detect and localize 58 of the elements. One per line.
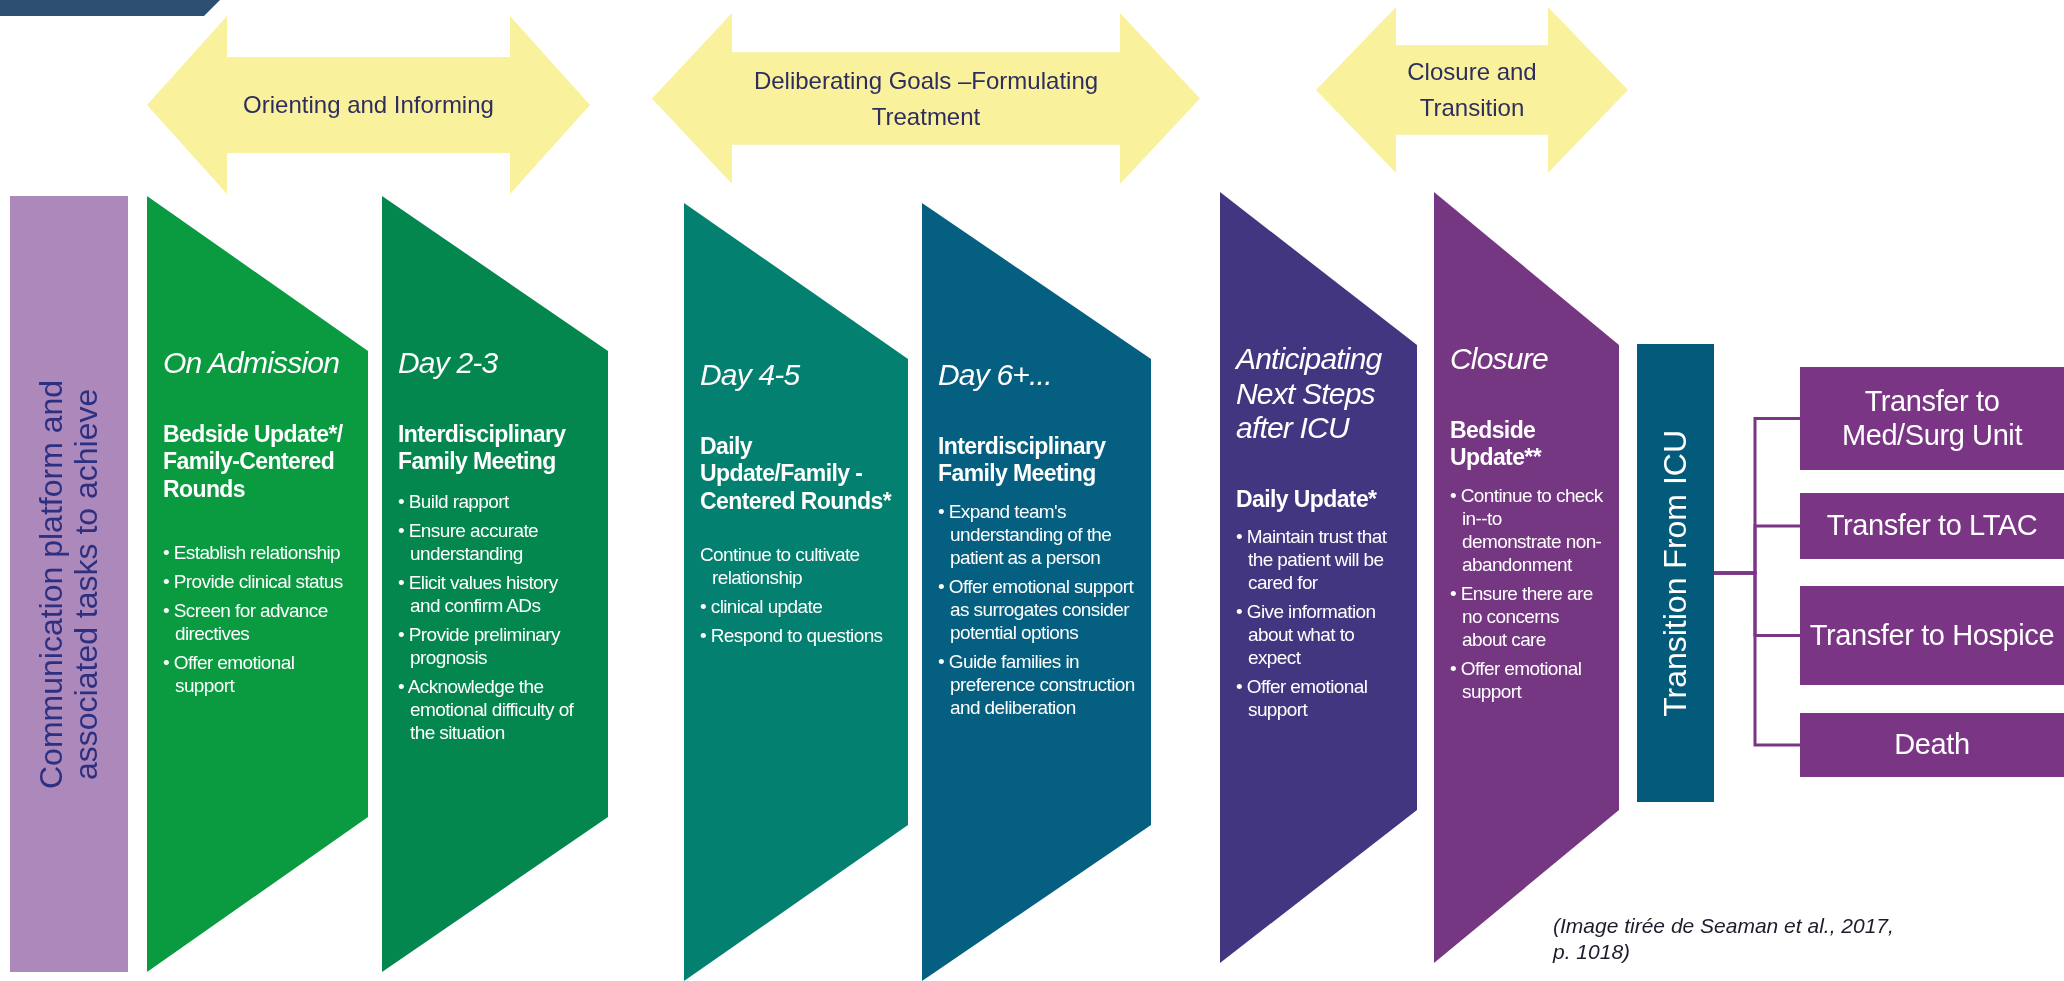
task-item: • Maintain trust that the patient will be cared for bbox=[1236, 525, 1388, 595]
transition-box bbox=[1637, 344, 1714, 802]
task-item: • Guide families in preference construction and deliberation bbox=[938, 649, 1135, 719]
stage-heading: Day 6+... bbox=[938, 358, 1053, 393]
task-item: • Offer emotional support bbox=[1236, 675, 1369, 722]
task-item: • Give information about what to expect bbox=[1236, 600, 1377, 670]
platform-bar bbox=[10, 196, 128, 972]
outcome-label: Death bbox=[1894, 728, 1970, 762]
task-item: • Ensure accurate understanding bbox=[398, 518, 540, 565]
activity-title: Bedside Update** bbox=[1450, 416, 1543, 472]
task-item: • Provide clinical status bbox=[163, 570, 344, 594]
phase-label: Orienting and Informing bbox=[242, 90, 495, 120]
activity-title: Interdisciplinary Family Meeting bbox=[938, 432, 1107, 488]
platform-label: Communication platform and associated tasks to achieve bbox=[33, 378, 105, 791]
stage-heading: On Admission bbox=[163, 346, 341, 381]
task-item: • Elicit values history and confirm ADs bbox=[398, 570, 559, 617]
stage-heading: Day 2-3 bbox=[398, 346, 499, 381]
outcome-box bbox=[1800, 713, 2064, 777]
stage-panel bbox=[382, 196, 608, 972]
task-item: • Expand team's understanding of the patient as a person bbox=[938, 499, 1113, 569]
outcome-label: Transfer to Hospice bbox=[1809, 618, 2055, 653]
outcome-box bbox=[1800, 493, 2064, 559]
task-item: • Ensure there are no concerns about care bbox=[1450, 581, 1594, 651]
outcome-box bbox=[1800, 586, 2064, 685]
task-item: • Acknowledge the emotional difficulty of the situation bbox=[398, 674, 575, 744]
stage-heading: Day 4-5 bbox=[700, 358, 802, 393]
task-item: Continue to cultivate relationship bbox=[700, 543, 861, 590]
stage-panel bbox=[684, 203, 908, 981]
stage-heading: Closure bbox=[1450, 342, 1549, 377]
stage-heading: Anticipating Next Steps after ICU bbox=[1236, 342, 1383, 446]
task-item: • Build rapport bbox=[398, 489, 510, 513]
stage-panel bbox=[147, 196, 368, 972]
connector-line bbox=[1714, 571, 1800, 747]
stage-panel bbox=[1220, 192, 1417, 963]
activity-title: Daily Update/Family -Centered Rounds* bbox=[700, 432, 892, 516]
task-item: • Offer emotional support as surrogates consider potential options bbox=[938, 574, 1135, 644]
phase-label: Closure and Transition bbox=[1406, 57, 1538, 123]
outcome-label: Transfer to LTAC bbox=[1826, 509, 2038, 543]
task-item: • Offer emotional support bbox=[163, 651, 296, 698]
outcome-label: Transfer to Med/Surg Unit bbox=[1840, 385, 2024, 452]
caption: (Image tirée de Seaman et al., 2017, p. 1018) bbox=[1553, 913, 1895, 966]
phase-label: Deliberating Goals –Formulating Treatment bbox=[752, 65, 1100, 132]
task-item: • Establish relationship bbox=[163, 541, 342, 565]
task-item: • Screen for advance directives bbox=[163, 599, 329, 646]
task-item: • Continue to check in--to demonstrate non- abandonment bbox=[1450, 483, 1603, 576]
activity-title: Bedside Update*/ Family-Centered Rounds bbox=[163, 420, 344, 504]
task-item: • clinical update bbox=[700, 595, 824, 619]
double-arrow bbox=[1316, 7, 1628, 173]
stage-panel bbox=[922, 203, 1151, 981]
double-arrow bbox=[147, 16, 590, 194]
outcome-box bbox=[1800, 367, 2064, 470]
task-item: • Provide preliminary prognosis bbox=[398, 622, 562, 669]
task-item: • Offer emotional support bbox=[1450, 656, 1583, 703]
double-arrow bbox=[652, 13, 1200, 184]
task-item: • Respond to questions bbox=[700, 624, 884, 648]
transition-label: Transition From ICU bbox=[1657, 429, 1694, 717]
activity-title: Daily Update* bbox=[1236, 485, 1378, 514]
activity-title: Interdisciplinary Family Meeting bbox=[398, 420, 567, 476]
